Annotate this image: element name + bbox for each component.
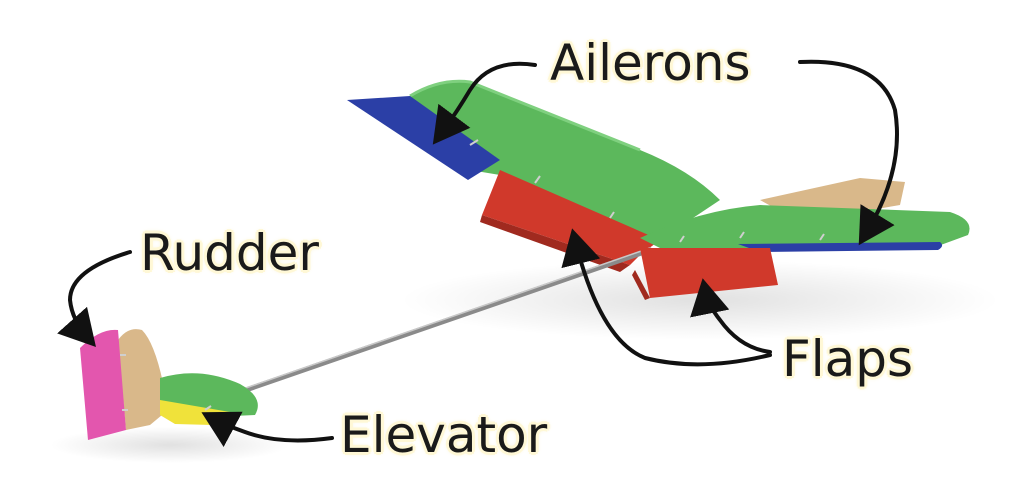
- arrow-rudder: [57, 250, 132, 347]
- callout-arrows: [57, 59, 899, 447]
- arrow-flaps-left: [561, 228, 772, 367]
- label-rudder: Rudder: [140, 224, 319, 282]
- right-flap: [640, 248, 778, 298]
- left-flap: [482, 170, 660, 265]
- rudder: [80, 329, 126, 440]
- label-flaps: Flaps: [782, 330, 914, 388]
- tail-fin-balsa: [118, 329, 168, 430]
- arrow-flaps-right: [690, 278, 772, 354]
- label-elevator: Elevator: [340, 406, 548, 464]
- arrow-ailerons-right: [798, 59, 899, 246]
- left-aileron: [347, 96, 500, 180]
- fuselage-rod-highlight: [239, 247, 651, 391]
- ground-shadow-tail: [50, 427, 290, 463]
- arrow-ailerons-left: [432, 61, 537, 145]
- label-ailerons: Ailerons: [550, 34, 751, 92]
- arrow-elevator: [201, 411, 334, 447]
- left-wing-edge: [409, 79, 641, 152]
- right-flap-shade: [632, 270, 650, 300]
- fuselage-rod: [237, 247, 653, 395]
- hinge-marks: [120, 117, 825, 411]
- left-wing: [410, 81, 720, 240]
